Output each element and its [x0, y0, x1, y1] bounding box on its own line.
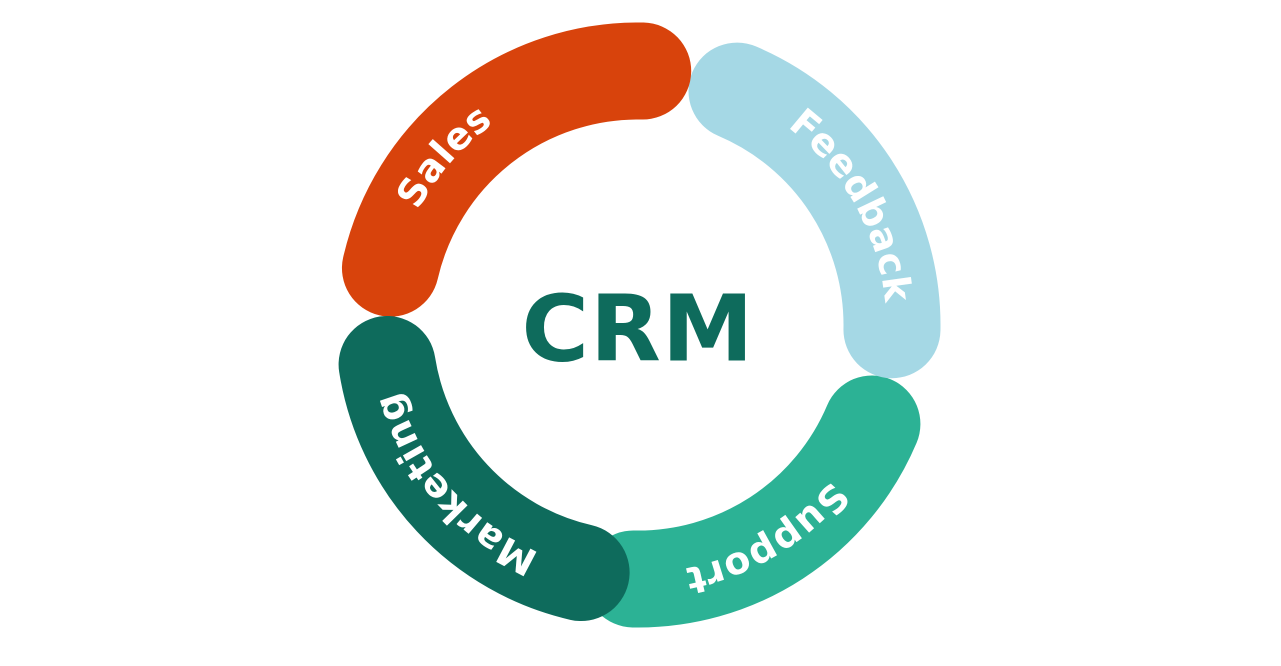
segment-arc-marketing[interactable]: [338, 315, 630, 622]
center-label-crm: CRM: [522, 276, 755, 383]
segment-arc-sales[interactable]: [341, 22, 692, 317]
segment-arc-feedback[interactable]: [688, 42, 941, 379]
segment-arc-support[interactable]: [584, 375, 921, 628]
